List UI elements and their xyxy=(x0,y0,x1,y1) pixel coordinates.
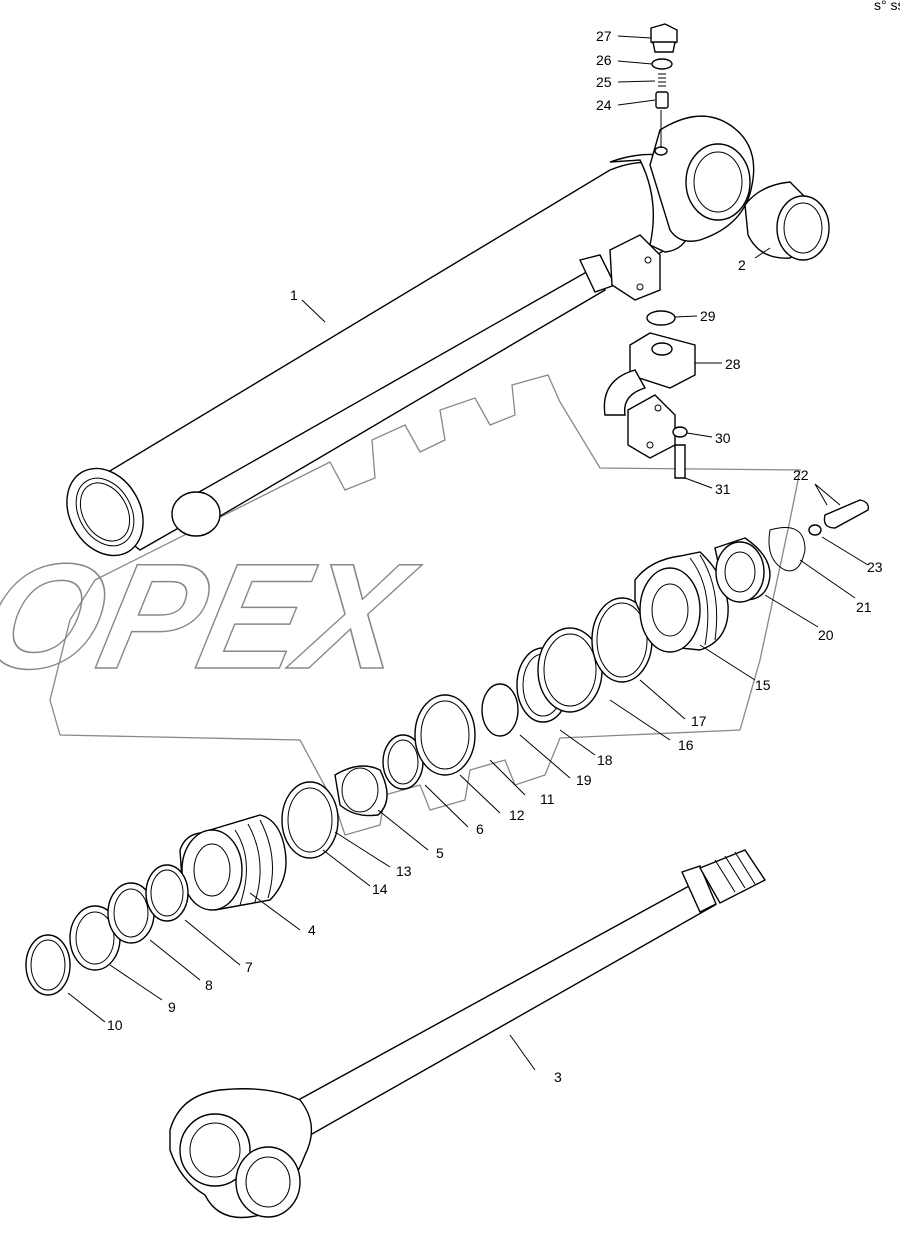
watermark: OPEX xyxy=(0,374,801,836)
callout-30: 30 xyxy=(715,430,731,446)
corner-mark: s° sssss xyxy=(874,0,900,13)
callout-16: 16 xyxy=(678,737,694,753)
piston-and-nut-group xyxy=(634,499,870,653)
part-22-pin xyxy=(823,499,870,529)
callout-10: 10 xyxy=(107,1017,123,1033)
callout-8: 8 xyxy=(205,977,213,993)
callout-15: 15 xyxy=(755,677,771,693)
callout-4: 4 xyxy=(308,922,316,938)
seal-rings-middle-group xyxy=(281,597,653,859)
part-2-bushing xyxy=(744,181,830,261)
part-23-o-ring xyxy=(808,524,822,536)
callout-19: 19 xyxy=(576,772,592,788)
seal-rings-left-group xyxy=(25,864,189,996)
part-11-ring xyxy=(481,683,519,737)
callout-25: 25 xyxy=(596,74,612,90)
callout-26: 26 xyxy=(596,52,612,68)
part-3-piston-rod xyxy=(169,849,767,1219)
watermark-gear-outline xyxy=(49,374,801,836)
callout-22: 22 xyxy=(793,467,809,483)
parts-24-27-grease-fitting-stack xyxy=(650,23,678,148)
leader-lines xyxy=(67,35,869,1071)
callout-9: 9 xyxy=(168,999,176,1015)
part-12-ring xyxy=(414,694,476,776)
part-7-ring xyxy=(145,864,189,922)
callout-21: 21 xyxy=(856,599,872,615)
callout-7: 7 xyxy=(245,959,253,975)
callout-1: 1 xyxy=(290,287,298,303)
callout-27: 27 xyxy=(596,28,612,44)
callout-20: 20 xyxy=(818,627,834,643)
part-14-wear-ring xyxy=(281,781,339,859)
callout-3: 3 xyxy=(554,1069,562,1085)
part-21-snap-ring xyxy=(768,527,806,572)
callout-23: 23 xyxy=(867,559,883,575)
callout-13: 13 xyxy=(396,863,412,879)
callout-29: 29 xyxy=(700,308,716,324)
part-5-bushing xyxy=(334,765,388,817)
callout-14: 14 xyxy=(372,881,388,897)
part-4-gland xyxy=(179,814,287,911)
callout-labels: 1 2 3 4 5 6 7 8 9 10 11 12 13 14 15 16 1… xyxy=(107,28,883,1085)
callout-24: 24 xyxy=(596,97,612,113)
callout-31: 31 xyxy=(715,481,731,497)
watermark-text: OPEX xyxy=(0,534,429,701)
callout-12: 12 xyxy=(509,807,525,823)
part-1-cylinder-tube xyxy=(66,115,755,557)
callout-6: 6 xyxy=(476,821,484,837)
callout-18: 18 xyxy=(597,752,613,768)
part-10-ring xyxy=(25,934,71,996)
callout-5: 5 xyxy=(436,845,444,861)
callout-28: 28 xyxy=(725,356,741,372)
parts-28-31-pipe-fitting xyxy=(603,310,696,479)
callout-11: 11 xyxy=(540,791,555,807)
callout-2: 2 xyxy=(738,257,746,273)
callout-17: 17 xyxy=(691,713,707,729)
